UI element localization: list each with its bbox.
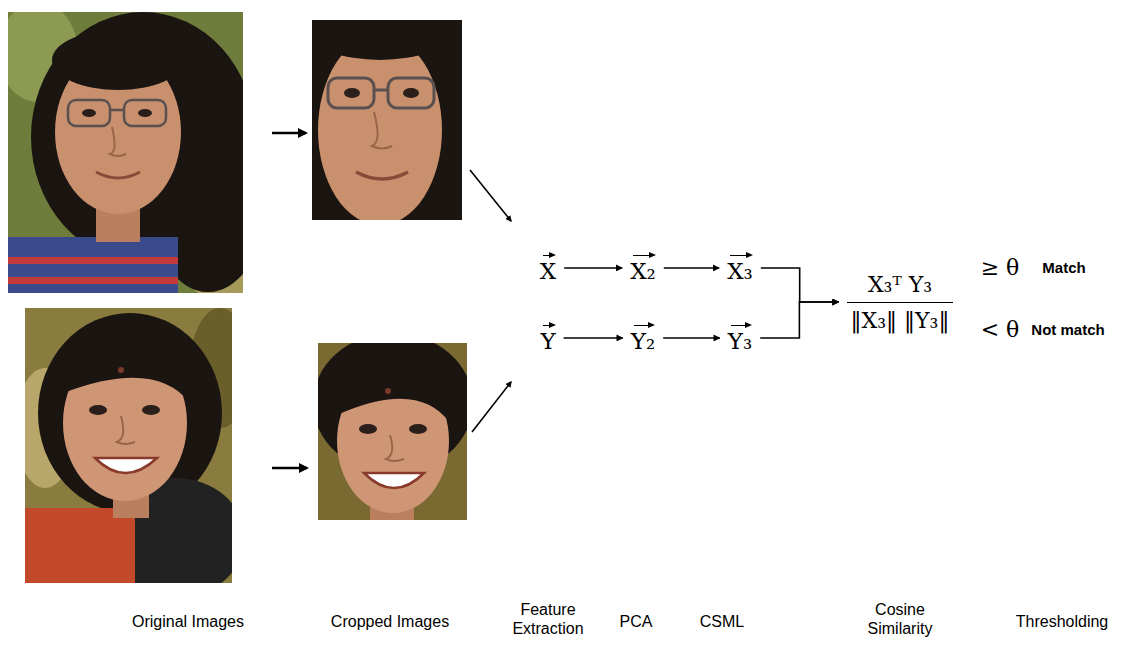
flow-arrow — [664, 267, 719, 269]
vector-symbol: X₂ — [625, 250, 661, 286]
original-photo — [0, 2, 263, 302]
flow-arrow — [272, 132, 306, 135]
flow-arrow — [472, 382, 511, 432]
flow-arrow — [564, 337, 623, 339]
cropped-photo — [313, 333, 473, 523]
stage-label: PCA — [606, 612, 666, 631]
result-label: Not match — [1031, 321, 1104, 339]
vector-name: Y — [540, 322, 555, 354]
flow-arrow — [564, 267, 622, 269]
result-label: Match — [1042, 259, 1085, 277]
stage-label: Cosine Similarity — [853, 600, 948, 638]
flow-arrow — [760, 302, 838, 338]
stage-label: Original Images — [103, 612, 273, 631]
stage-label: CSML — [687, 612, 757, 631]
original-photo — [15, 308, 250, 598]
vector-name: X₂ — [630, 252, 656, 284]
threshold-condition: < θ — [981, 317, 1020, 343]
vector-name: X — [540, 252, 556, 284]
vector-symbol: Y — [535, 320, 560, 356]
vector-symbol: X — [535, 250, 561, 286]
flow-arrow — [663, 337, 720, 339]
stage-label: Cropped Images — [305, 612, 475, 631]
formula-part: ‖X₃‖ ‖Y₃‖ — [847, 303, 954, 333]
cropped-photo — [310, 4, 462, 225]
vector-symbol: X₃ — [722, 250, 758, 286]
vector-symbol: Y₃ — [723, 320, 757, 356]
stage-label: Feature Extraction — [503, 600, 593, 638]
threshold-condition: ≥ θ — [981, 255, 1020, 281]
vector-name: Y₃ — [728, 322, 752, 354]
stage-label: Thresholding — [1007, 612, 1117, 631]
flow-arrow — [761, 268, 839, 302]
vector-name: Y₂ — [631, 322, 655, 354]
formula-part: X₃ᵀ Y₃ — [847, 272, 954, 303]
vector-name: X₃ — [727, 252, 753, 284]
cosine-formula: X₃ᵀ Y₃‖X₃‖ ‖Y₃‖ — [842, 270, 959, 335]
flow-arrow — [470, 170, 511, 221]
flow-arrow — [272, 467, 307, 470]
vector-symbol: Y₂ — [626, 320, 660, 356]
